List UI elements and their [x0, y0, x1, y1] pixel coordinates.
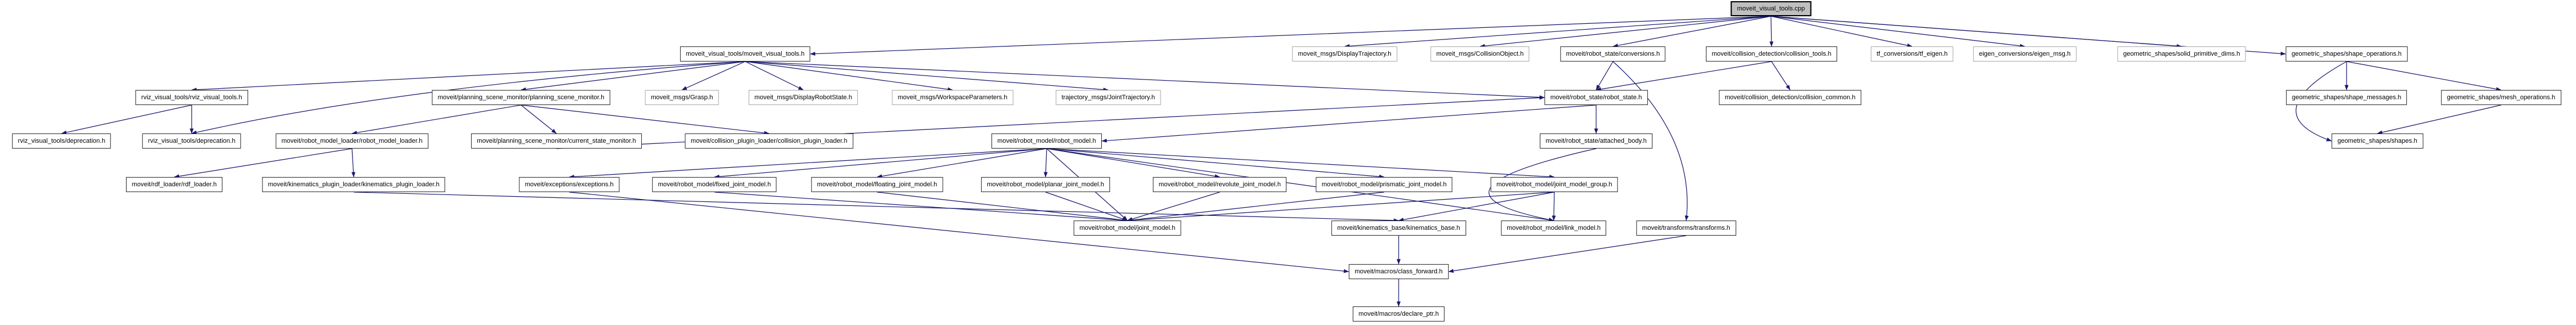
node-rdf[interactable]: moveit/rdf_loader/rdf_loader.h	[125, 177, 223, 192]
node-coll_common[interactable]: moveit/collision_detection/collision_com…	[1719, 90, 1862, 105]
node-solid_prim[interactable]: geometric_shapes/solid_primitive_dims.h	[2117, 46, 2246, 62]
node-shape_ops[interactable]: geometric_shapes/shape_operations.h	[2286, 46, 2408, 62]
node-kin_base[interactable]: moveit/kinematics_base/kinematics_base.h	[1331, 221, 1466, 236]
node-kpl[interactable]: moveit/kinematics_plugin_loader/kinemati…	[262, 177, 445, 192]
node-dep2[interactable]: rviz_visual_tools/deprecation.h	[142, 133, 242, 149]
edge-psm-to-csm	[520, 104, 557, 134]
node-vt_h[interactable]: moveit_visual_tools/moveit_visual_tools.…	[680, 46, 811, 62]
edge-kpl-to-kin_base	[353, 192, 1399, 223]
node-shapes[interactable]: geometric_shapes/shapes.h	[2331, 133, 2423, 149]
edge-robot_model-to-prismatic	[1046, 148, 1385, 179]
edge-robot_model-to-revolute	[1046, 148, 1220, 178]
node-mesh_ops[interactable]: geometric_shapes/mesh_operations.h	[2441, 90, 2561, 105]
node-rviz[interactable]: rviz_visual_tools/rviz_visual_tools.h	[135, 90, 248, 105]
edge-coll_tools-to-coll_common	[1771, 61, 1791, 91]
edge-jmg-to-kin_base	[1398, 192, 1555, 222]
edge-cpp-to-conversions	[1612, 16, 1772, 48]
node-attached_body[interactable]: moveit/robot_state/attached_body.h	[1539, 133, 1653, 149]
edge-robot_state-to-robot_model	[1101, 104, 1597, 143]
node-transforms[interactable]: moveit/transforms/transforms.h	[1636, 221, 1736, 236]
edge-shape_ops-to-mesh_ops	[2346, 61, 2502, 91]
edge-rviz-to-dep1	[61, 104, 192, 135]
node-wp[interactable]: moveit_msgs/WorkspaceParameters.h	[892, 90, 1014, 105]
edge-robot_model-to-link_model	[1046, 148, 1554, 222]
edge-mesh_ops-to-shapes	[2377, 104, 2502, 135]
node-planar[interactable]: moveit/robot_model/planar_joint_model.h	[981, 177, 1110, 192]
node-display_traj[interactable]: moveit_msgs/DisplayTrajectory.h	[1292, 46, 1397, 62]
node-jt[interactable]: trajectory_msgs/JointTrajectory.h	[1055, 90, 1161, 105]
node-prismatic[interactable]: moveit/robot_model/prismatic_joint_model…	[1316, 177, 1453, 192]
node-drs[interactable]: moveit_msgs/DisplayRobotState.h	[748, 90, 858, 105]
edge-vt_h-to-drs	[745, 61, 804, 91]
edge-vt_h-to-grasp	[681, 61, 746, 91]
edge-vt_h-to-psm	[520, 61, 746, 92]
node-tf_eigen[interactable]: tf_conversions/tf_eigen.h	[1870, 46, 1954, 62]
node-link_model[interactable]: moveit/robot_model/link_model.h	[1501, 221, 1607, 236]
edge-cpp-to-tf_eigen	[1770, 16, 1913, 48]
node-cpp: moveit_visual_tools.cpp	[1730, 1, 1812, 16]
edge-coll_tools-to-robot_state	[1596, 61, 1772, 91]
edge-robot_model-to-exceptions	[569, 148, 1047, 179]
edge-conversions-to-robot_state	[1596, 61, 1614, 91]
node-fixed[interactable]: moveit/robot_model/fixed_joint_model.h	[652, 177, 777, 192]
node-rml[interactable]: moveit/robot_model_loader/robot_model_lo…	[275, 133, 429, 149]
edge-vt_h-to-wp	[745, 61, 953, 92]
node-joint_model[interactable]: moveit/robot_model/joint_model.h	[1073, 221, 1181, 236]
node-coll_obj[interactable]: moveit_msgs/CollisionObject.h	[1430, 46, 1530, 62]
edge-robot_model-to-jmg	[1046, 148, 1555, 179]
node-jmg[interactable]: moveit/robot_model/joint_model_group.h	[1490, 177, 1618, 192]
edge-jmg-to-joint_model	[1127, 192, 1555, 222]
edge-cpp-to-coll_obj	[1479, 16, 1772, 48]
node-floating[interactable]: moveit/robot_model/floating_joint_model.…	[811, 177, 943, 192]
node-class_forward[interactable]: moveit/macros/class_forward.h	[1349, 264, 1449, 279]
edge-group	[61, 16, 2502, 307]
edge-fixed-to-joint_model	[714, 192, 1128, 222]
edge-cpp-to-eigen_msg	[1770, 16, 2025, 48]
node-conversions[interactable]: moveit/robot_state/conversions.h	[1560, 46, 1666, 62]
edge-vt_h-to-rviz	[191, 61, 746, 92]
node-dep1[interactable]: rviz_visual_tools/deprecation.h	[12, 133, 112, 149]
node-psm[interactable]: moveit/planning_scene_monitor/planning_s…	[432, 90, 610, 105]
edge-prismatic-to-joint_model	[1127, 192, 1385, 222]
node-grasp[interactable]: moveit_msgs/Grasp.h	[645, 90, 719, 105]
edge-revolute-to-joint_model	[1127, 192, 1220, 221]
node-csm[interactable]: moveit/planning_scene_monitor/current_st…	[471, 133, 642, 149]
edge-exceptions-to-class_forward	[569, 192, 1349, 273]
edge-floating-to-joint_model	[876, 192, 1128, 222]
node-robot_model[interactable]: moveit/robot_model/robot_model.h	[991, 133, 1102, 149]
node-declare_ptr[interactable]: moveit/macros/declare_ptr.h	[1352, 306, 1445, 322]
edge-attached_body-to-link_model	[1489, 148, 1597, 222]
edge-planar-to-joint_model	[1045, 192, 1128, 221]
edge-vt_h-to-robot_state	[745, 61, 1545, 100]
edge-transforms-to-class_forward	[1448, 235, 1687, 273]
node-shape_msgs[interactable]: geometric_shapes/shape_messages.h	[2286, 90, 2408, 105]
node-robot_state[interactable]: moveit/robot_state/robot_state.h	[1544, 90, 1648, 105]
edge-psm-to-cpl	[520, 104, 770, 135]
edge-cpp-to-coll_tools	[1769, 16, 1774, 47]
node-cpl[interactable]: moveit/collision_plugin_loader/collision…	[685, 133, 853, 149]
edge-robot_model-to-floating	[876, 148, 1047, 178]
edge-rml-to-rdf	[174, 148, 353, 179]
edge-cpp-to-vt_h	[810, 16, 1772, 56]
edge-cpp-to-display_traj	[1344, 16, 1772, 48]
edge-robot_model-to-planar	[1043, 148, 1048, 178]
edge-shape_ops-to-shapes	[2295, 61, 2347, 142]
edge-vt_h-to-jt	[745, 61, 1109, 92]
edge-psm-to-rml	[351, 104, 522, 135]
edge-conversions-to-transforms	[1612, 61, 1689, 221]
edge-rml-to-kpl	[351, 148, 355, 178]
node-eigen_msg[interactable]: eigen_conversions/eigen_msg.h	[1973, 46, 2076, 62]
node-exceptions[interactable]: moveit/exceptions/exceptions.h	[519, 177, 620, 192]
edge-robot_model-to-fixed	[714, 148, 1047, 179]
node-revolute[interactable]: moveit/robot_model/revolute_joint_model.…	[1152, 177, 1287, 192]
edge-vt_h-to-dep2	[191, 61, 746, 135]
node-coll_tools[interactable]: moveit/collision_detection/collision_too…	[1705, 46, 1838, 62]
